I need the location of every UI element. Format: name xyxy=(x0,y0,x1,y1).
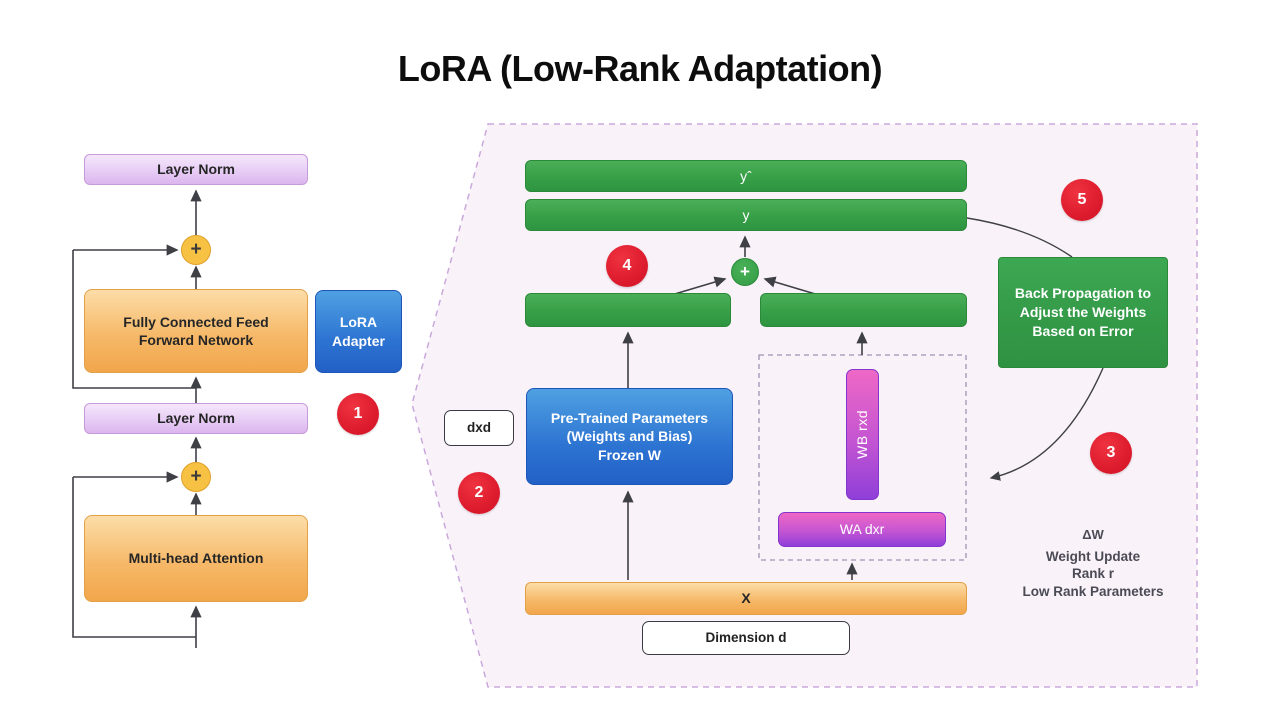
pretrained-line-1: Pre-Trained Parameters xyxy=(550,410,709,427)
step-badge-1: 1 xyxy=(337,393,379,435)
delta-w-symbol: ΔW xyxy=(1082,527,1104,542)
step-badge-3: 3 xyxy=(1090,432,1132,474)
wa-matrix-bar: WA dxr xyxy=(778,512,946,547)
multi-head-attention-box: Multi-head Attention xyxy=(84,515,308,602)
delta-w-annotation: ΔW Weight Update Rank r Low Rank Paramet… xyxy=(983,527,1203,601)
lora-path-hidden-bar xyxy=(760,293,967,327)
step-badge-2: 2 xyxy=(458,472,500,514)
x-input-bar: X xyxy=(525,582,967,615)
wb-matrix-label: WB rxd xyxy=(854,410,871,459)
wb-matrix-bar: WB rxd xyxy=(846,369,879,500)
layer-norm-top-box: Layer Norm xyxy=(84,154,308,185)
pretrained-parameters-box: Pre-Trained Parameters (Weights and Bias… xyxy=(526,388,733,485)
y-output-bar: y xyxy=(525,199,967,231)
y-hat-output-bar: yˆ xyxy=(525,160,967,192)
step-badge-4: 4 xyxy=(606,245,648,287)
weight-update-label: Weight Update xyxy=(1045,548,1141,564)
page-title: LoRA (Low-Rank Adaptation) xyxy=(397,48,883,89)
rank-r-label: Rank r xyxy=(1071,566,1115,582)
frozen-path-hidden-bar xyxy=(525,293,731,327)
arrows xyxy=(72,189,1104,648)
step-badge-5: 5 xyxy=(1061,179,1103,221)
pretrained-line-3: Frozen W xyxy=(598,446,661,463)
lora-adapter-box: LoRA Adapter xyxy=(315,290,402,373)
merge-add-circle: + xyxy=(731,258,759,286)
residual-add-bottom: + xyxy=(181,462,211,492)
dxd-dimension-label: dxd xyxy=(444,410,514,446)
low-rank-parameters-label: Low Rank Parameters xyxy=(1022,583,1164,599)
back-propagation-box: Back Propagation to Adjust the Weights B… xyxy=(998,257,1168,368)
residual-add-top: + xyxy=(181,235,211,265)
pretrained-line-2: (Weights and Bias) xyxy=(566,428,693,445)
feed-forward-box: Fully Connected Feed Forward Network xyxy=(84,289,308,373)
dimension-d-label: Dimension d xyxy=(642,621,850,655)
layer-norm-bottom-box: Layer Norm xyxy=(84,403,308,434)
